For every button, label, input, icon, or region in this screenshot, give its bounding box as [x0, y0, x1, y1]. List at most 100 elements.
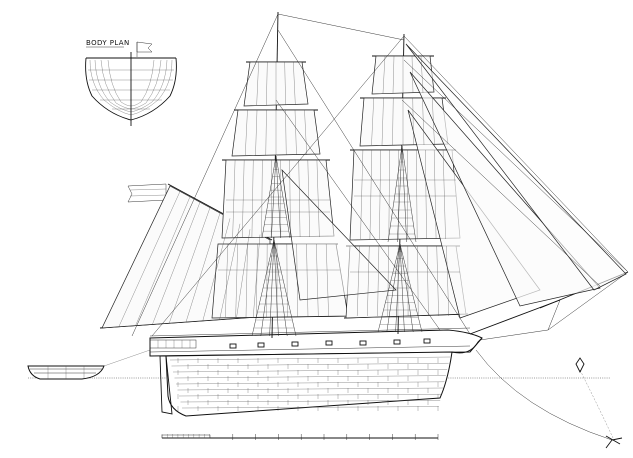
rudder	[159, 355, 173, 415]
sail-seam	[442, 149, 446, 240]
sails	[101, 43, 627, 329]
sail-seam	[360, 149, 364, 240]
sail-seam	[185, 212, 221, 323]
sail-seam	[417, 245, 419, 317]
hull-plank-line	[180, 400, 441, 403]
sail-seam	[293, 61, 296, 106]
sail-seam	[296, 243, 298, 318]
shrouds	[251, 145, 423, 337]
sail-seam	[202, 218, 231, 321]
sail-seam	[265, 109, 267, 156]
sail-seam	[251, 159, 254, 238]
rigging	[131, 13, 629, 341]
sail-seams	[118, 55, 460, 327]
hull-plank-line	[169, 356, 451, 361]
boat-painter	[103, 349, 151, 367]
sail-seam	[416, 149, 418, 240]
body-plan-label: BODY PLAN	[86, 39, 130, 47]
sail-seam	[255, 109, 258, 156]
sail-seam	[304, 109, 307, 156]
sail-seam	[357, 245, 360, 317]
sail-seam	[242, 159, 245, 238]
sail-seam	[371, 97, 374, 146]
anchor	[605, 435, 623, 449]
sail-seam	[261, 159, 263, 238]
body-plan: BODY PLAN	[85, 39, 177, 126]
ensign	[127, 183, 167, 203]
sail-seam	[377, 245, 380, 317]
sail-seam	[256, 243, 258, 318]
sail-seam	[436, 245, 439, 317]
hull-plank-line	[172, 369, 448, 373]
sail-seam	[294, 109, 297, 156]
sail-seam	[236, 229, 251, 319]
sail-seam	[225, 243, 228, 318]
sail-seam	[169, 207, 211, 324]
sail-seam	[135, 196, 191, 326]
sail-seam	[219, 223, 241, 320]
sail-seam	[326, 243, 329, 318]
hull-lower	[165, 351, 453, 417]
sail-seam	[411, 55, 414, 94]
sail-seam	[289, 159, 291, 238]
sail-seam	[426, 245, 429, 317]
buoy-line	[579, 369, 615, 441]
sail-seam	[266, 243, 268, 318]
sail-seam	[307, 159, 310, 238]
scale-bar	[161, 434, 439, 440]
sail-seam	[388, 149, 390, 240]
sail-seam	[434, 149, 437, 240]
sail-seam	[412, 97, 414, 146]
sail-seam	[420, 55, 424, 94]
sail-seam	[285, 109, 287, 156]
hull-plank-line	[178, 394, 442, 397]
scale-ticks	[161, 434, 439, 440]
sail-seam	[316, 159, 320, 238]
hull-plank-line	[181, 406, 439, 409]
hull-plank-line	[174, 375, 446, 379]
hull	[149, 327, 483, 417]
anchor-cable	[475, 349, 613, 441]
hull-plank-line	[171, 363, 449, 367]
sail-seam	[245, 243, 248, 318]
jib	[409, 71, 601, 307]
hull-plank-line	[175, 381, 445, 385]
sail-seam	[253, 234, 261, 318]
cutwater	[451, 337, 483, 354]
sail-seam	[382, 55, 386, 94]
sail-seam	[432, 97, 435, 146]
sail-seam	[367, 245, 370, 317]
ensign-stripes	[129, 188, 167, 197]
sail-seam	[235, 243, 238, 318]
sail-seam	[256, 61, 259, 106]
hull-plank-line	[177, 387, 444, 391]
sail-seam	[392, 97, 394, 146]
sail-seam	[298, 159, 301, 238]
body-plan-flag	[136, 41, 153, 53]
sail-seam	[118, 191, 181, 327]
stern-detail	[149, 339, 197, 349]
sail-seam	[425, 149, 427, 240]
sail-seam	[392, 55, 395, 94]
sail-seam	[422, 97, 425, 146]
sail-seam	[266, 61, 268, 106]
gunports	[229, 338, 431, 349]
sail-seam	[284, 61, 286, 106]
sail-seam	[306, 243, 309, 318]
ships-boat	[27, 349, 151, 380]
buoy	[575, 357, 585, 374]
sail-seam	[232, 159, 236, 238]
sail-seam	[316, 243, 319, 318]
sail-seam	[369, 149, 372, 240]
sail-seam	[286, 243, 288, 318]
anchor-gear	[475, 349, 623, 449]
sail-seam	[152, 202, 201, 325]
main-staysail	[281, 168, 397, 301]
hull-planking	[169, 356, 451, 411]
sail-seam	[446, 245, 449, 317]
sail-seam	[379, 149, 381, 240]
sail-seam	[381, 97, 384, 146]
flying-jib	[405, 43, 627, 291]
sail-seam	[245, 109, 248, 156]
